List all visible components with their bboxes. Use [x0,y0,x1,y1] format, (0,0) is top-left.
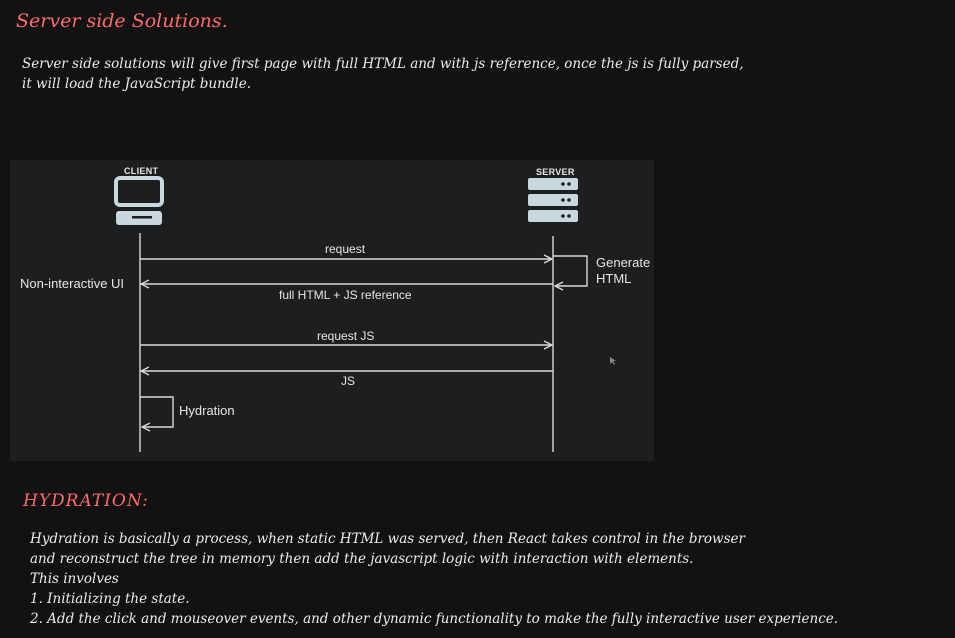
intro-text-line-1: Server side solutions will give first pa… [22,56,744,72]
hydration-heading: HYDRATION: [23,491,149,511]
hydration-text-line-2: and reconstruct the tree in memory then … [30,551,694,567]
server-label: SERVER [536,167,575,177]
intro-text-line-2: it will load the JavaScript bundle. [22,76,252,92]
generate-label: Generate [596,255,651,270]
hydration-text-line-1: Hydration is basically a process, when s… [30,531,745,547]
cursor-icon [610,357,616,365]
request-js-label: request JS [317,329,375,343]
js-label: JS [341,374,356,388]
hydration-list-item-2: 2. Add the click and mouseover events, a… [30,611,839,627]
hydration-text-line-3: This involves [30,571,119,587]
ssr-sequence-diagram: CLIENT SERVER request full HTML + JS ref… [10,160,654,461]
hydration-list-item-1: 1. Initializing the state. [30,591,190,607]
diagram-canvas [114,176,616,452]
page-title: Server side Solutions. [16,10,228,32]
full-html-label: full HTML + JS reference [279,288,412,302]
computer-icon [114,176,164,225]
client-label: CLIENT [124,166,159,176]
html-label: HTML [596,271,632,286]
hydration-label: Hydration [179,403,235,418]
hydration-loop [140,396,174,427]
non-interactive-ui-label: Non-interactive UI [20,276,125,291]
server-icon [528,178,578,222]
generate-html-loop [553,255,588,286]
request-label: request [325,242,366,256]
